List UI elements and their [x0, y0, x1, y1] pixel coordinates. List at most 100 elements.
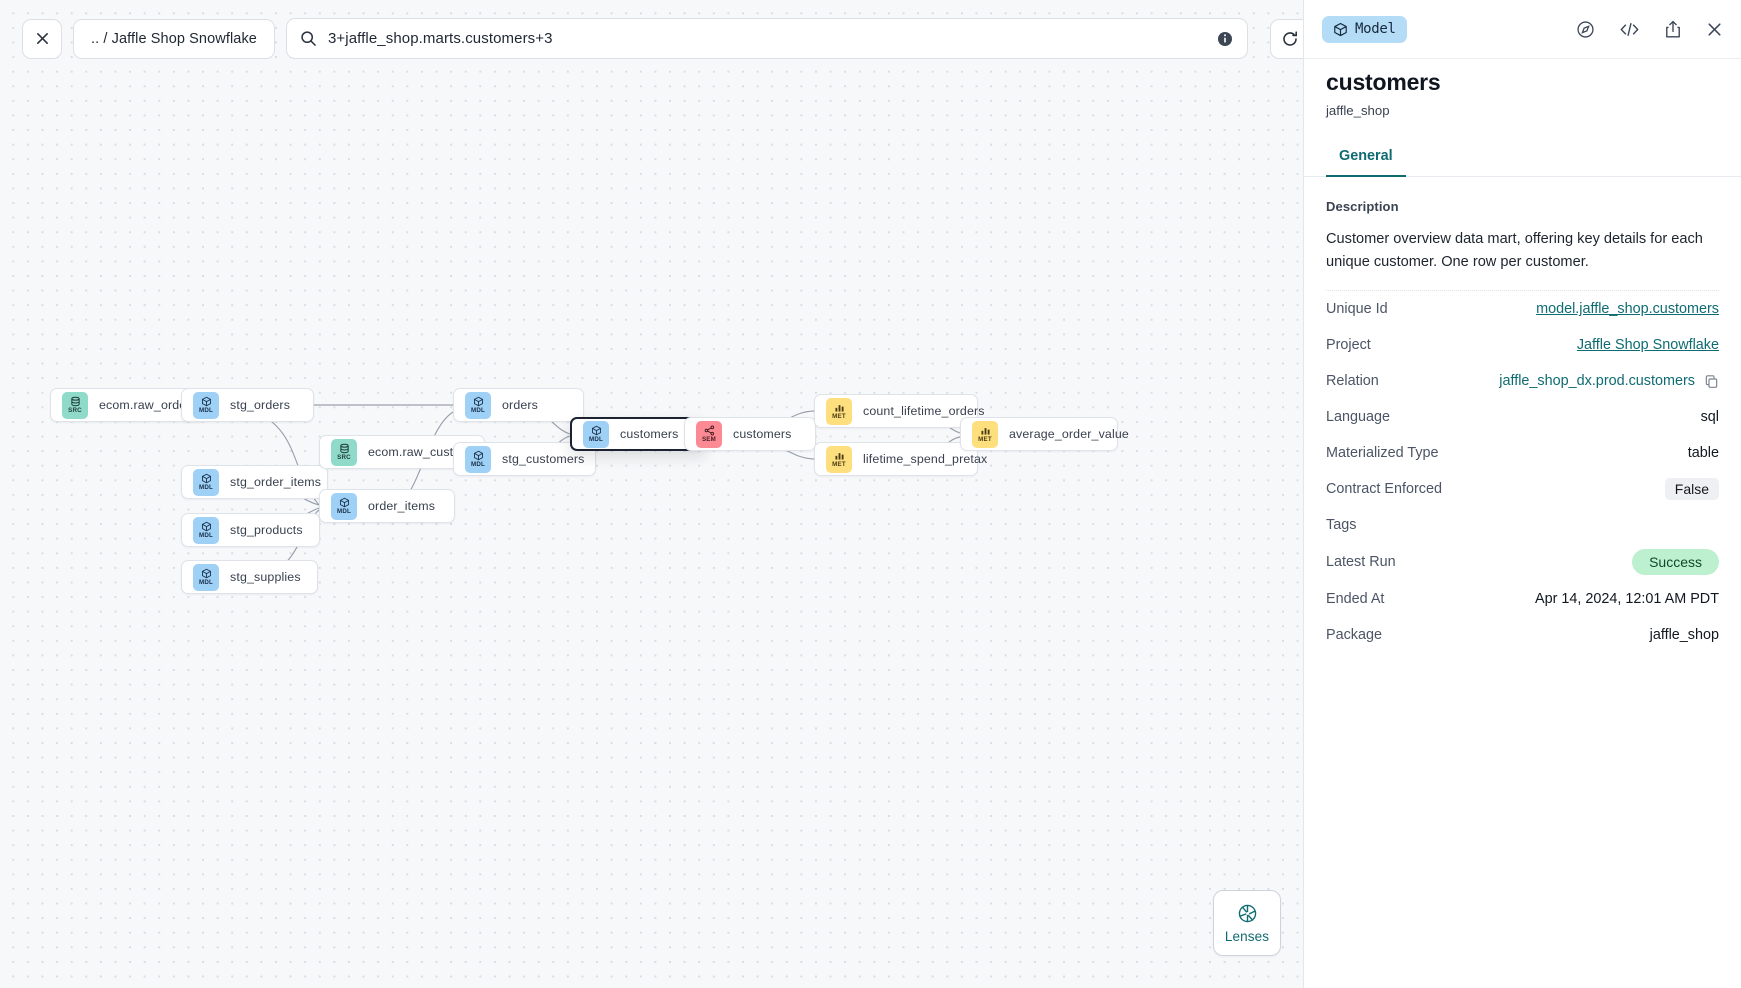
details-panel: Model customers jaffle_shop General D: [1303, 0, 1741, 988]
detail-row-tags: Tags: [1326, 507, 1719, 543]
detail-value-link[interactable]: jaffle_shop_dx.prod.customers: [1499, 373, 1695, 390]
description-text: Customer overview data mart, offering ke…: [1326, 228, 1719, 292]
graph-node-label: order_items: [368, 499, 436, 513]
graph-node-lifetime_spend_pretax[interactable]: MET lifetime_spend_pretax: [814, 442, 987, 476]
lenses-label: Lenses: [1224, 928, 1270, 944]
detail-value-wrap: Success: [1632, 549, 1719, 576]
detail-value-wrap: sql: [1701, 409, 1719, 425]
graph-node-stg_products[interactable]: MDL stg_products: [181, 513, 320, 547]
detail-row-materialized-type: Materialized Type table: [1326, 435, 1719, 471]
detail-row-unique-id: Unique Id model.jaffle_shop.customers: [1326, 291, 1719, 327]
graph-node-label: customers: [620, 427, 679, 441]
breadcrumb[interactable]: .. / Jaffle Shop Snowflake: [73, 18, 275, 59]
detail-row-contract-enforced: Contract Enforced False: [1326, 471, 1719, 507]
info-icon[interactable]: [1217, 31, 1233, 47]
code-icon[interactable]: [1619, 20, 1640, 39]
share-icon[interactable]: [1664, 20, 1682, 39]
node-kind-icon-mdl: MDL: [583, 420, 609, 448]
graph-node-label: stg_products: [230, 523, 303, 537]
detail-key: Package: [1326, 627, 1383, 644]
panel-body: Description Customer overview data mart,…: [1304, 177, 1741, 988]
detail-value-wrap: Jaffle Shop Snowflake: [1577, 337, 1719, 353]
node-kind-icon-mdl: MDL: [465, 391, 491, 419]
detail-value: jaffle_shop: [1649, 627, 1719, 644]
detail-value-wrap: False: [1664, 478, 1719, 501]
aperture-icon: [1238, 904, 1256, 922]
graph-node-order_items[interactable]: MDL order_items: [319, 489, 455, 523]
graph-node-label: stg_orders: [230, 398, 291, 412]
lineage-canvas[interactable]: .. / Jaffle Shop Snowflake 3+jaffle_shop…: [0, 0, 1303, 988]
panel-tabs: General: [1304, 142, 1741, 177]
node-kind-icon-src: SRC: [331, 438, 357, 466]
detail-value: table: [1687, 445, 1719, 462]
node-kind-icon-mdl: MDL: [193, 391, 219, 419]
detail-key: Language: [1326, 409, 1391, 426]
detail-row-relation: Relation jaffle_shop_dx.prod.customers: [1326, 363, 1719, 399]
detail-key: Project: [1326, 337, 1371, 354]
node-kind-icon-met: MET: [826, 445, 852, 473]
search-input[interactable]: 3+jaffle_shop.marts.customers+3: [327, 30, 553, 47]
detail-value-wrap: jaffle_shop: [1650, 627, 1719, 643]
node-kind-icon-mdl: MDL: [193, 516, 219, 544]
detail-row-ended-at: Ended At Apr 14, 2024, 12:01 AM PDT: [1326, 581, 1719, 617]
graph-node-label: customers: [733, 427, 792, 441]
search-icon: [301, 31, 316, 46]
detail-key: Materialized Type: [1326, 445, 1439, 462]
detail-key: Relation: [1326, 373, 1379, 390]
page-title: customers: [1326, 69, 1441, 95]
detail-key: Latest Run: [1326, 554, 1396, 571]
detail-row-latest-run: Latest Run Success: [1326, 543, 1719, 581]
detail-value-chip: False: [1664, 478, 1719, 501]
node-kind-label: Model: [1355, 21, 1396, 37]
detail-row-package: Package jaffle_shop: [1326, 617, 1719, 653]
compass-icon[interactable]: [1576, 20, 1595, 39]
detail-value-wrap: jaffle_shop_dx.prod.customers: [1499, 373, 1719, 389]
canvas-toolbar: .. / Jaffle Shop Snowflake 3+jaffle_shop…: [22, 18, 1303, 59]
detail-value-link[interactable]: Jaffle Shop Snowflake: [1576, 337, 1719, 354]
panel-toolbar: Model: [1304, 0, 1741, 58]
panel-subtitle: jaffle_shop: [1326, 103, 1390, 118]
close-icon: [36, 33, 48, 44]
detail-row-language: Language sql: [1326, 399, 1719, 435]
detail-key: Ended At: [1326, 591, 1385, 608]
graph-node-label: stg_supplies: [230, 570, 301, 584]
detail-value: sql: [1700, 409, 1719, 426]
copy-icon[interactable]: [1704, 374, 1719, 389]
tab-general[interactable]: General: [1326, 142, 1406, 177]
detail-key: Contract Enforced: [1326, 481, 1442, 498]
close-lineage-button[interactable]: [22, 18, 62, 59]
detail-value-wrap: table: [1688, 445, 1719, 461]
node-kind-icon-mdl: MDL: [193, 468, 219, 496]
graph-node-average_order_value[interactable]: MET average_order_value: [960, 417, 1129, 451]
lenses-button[interactable]: Lenses: [1213, 890, 1281, 956]
graph-node-label: average_order_value: [1009, 427, 1129, 441]
detail-row-project: Project Jaffle Shop Snowflake: [1326, 327, 1719, 363]
status-badge: Success: [1632, 549, 1719, 576]
node-kind-icon-src: SRC: [62, 391, 88, 419]
detail-value: Apr 14, 2024, 12:01 AM PDT: [1535, 591, 1719, 608]
node-kind-icon-mdl: MDL: [465, 445, 491, 473]
detail-value-wrap: model.jaffle_shop.customers: [1536, 301, 1719, 317]
cube-icon: [1334, 22, 1347, 36]
detail-key: Unique Id: [1326, 301, 1388, 318]
detail-value-link[interactable]: model.jaffle_shop.customers: [1536, 301, 1719, 318]
graph-node-label: lifetime_spend_pretax: [863, 452, 988, 466]
node-kind-icon-sem: SEM: [696, 420, 722, 448]
graph-node-customers_sem[interactable]: SEM customers: [684, 417, 816, 451]
graph-node-customers_model[interactable]: MDL customers: [570, 417, 706, 451]
close-panel-icon[interactable]: [1706, 21, 1723, 38]
search-field[interactable]: 3+jaffle_shop.marts.customers+3: [285, 18, 1248, 59]
node-kind-badge: Model: [1322, 15, 1407, 43]
node-kind-icon-mdl: MDL: [331, 492, 357, 520]
refresh-button[interactable]: [1269, 18, 1303, 59]
node-kind-icon-met: MET: [972, 420, 998, 448]
panel-header: customers jaffle_shop: [1304, 58, 1741, 118]
graph-node-stg_orders[interactable]: MDL stg_orders: [181, 388, 314, 422]
